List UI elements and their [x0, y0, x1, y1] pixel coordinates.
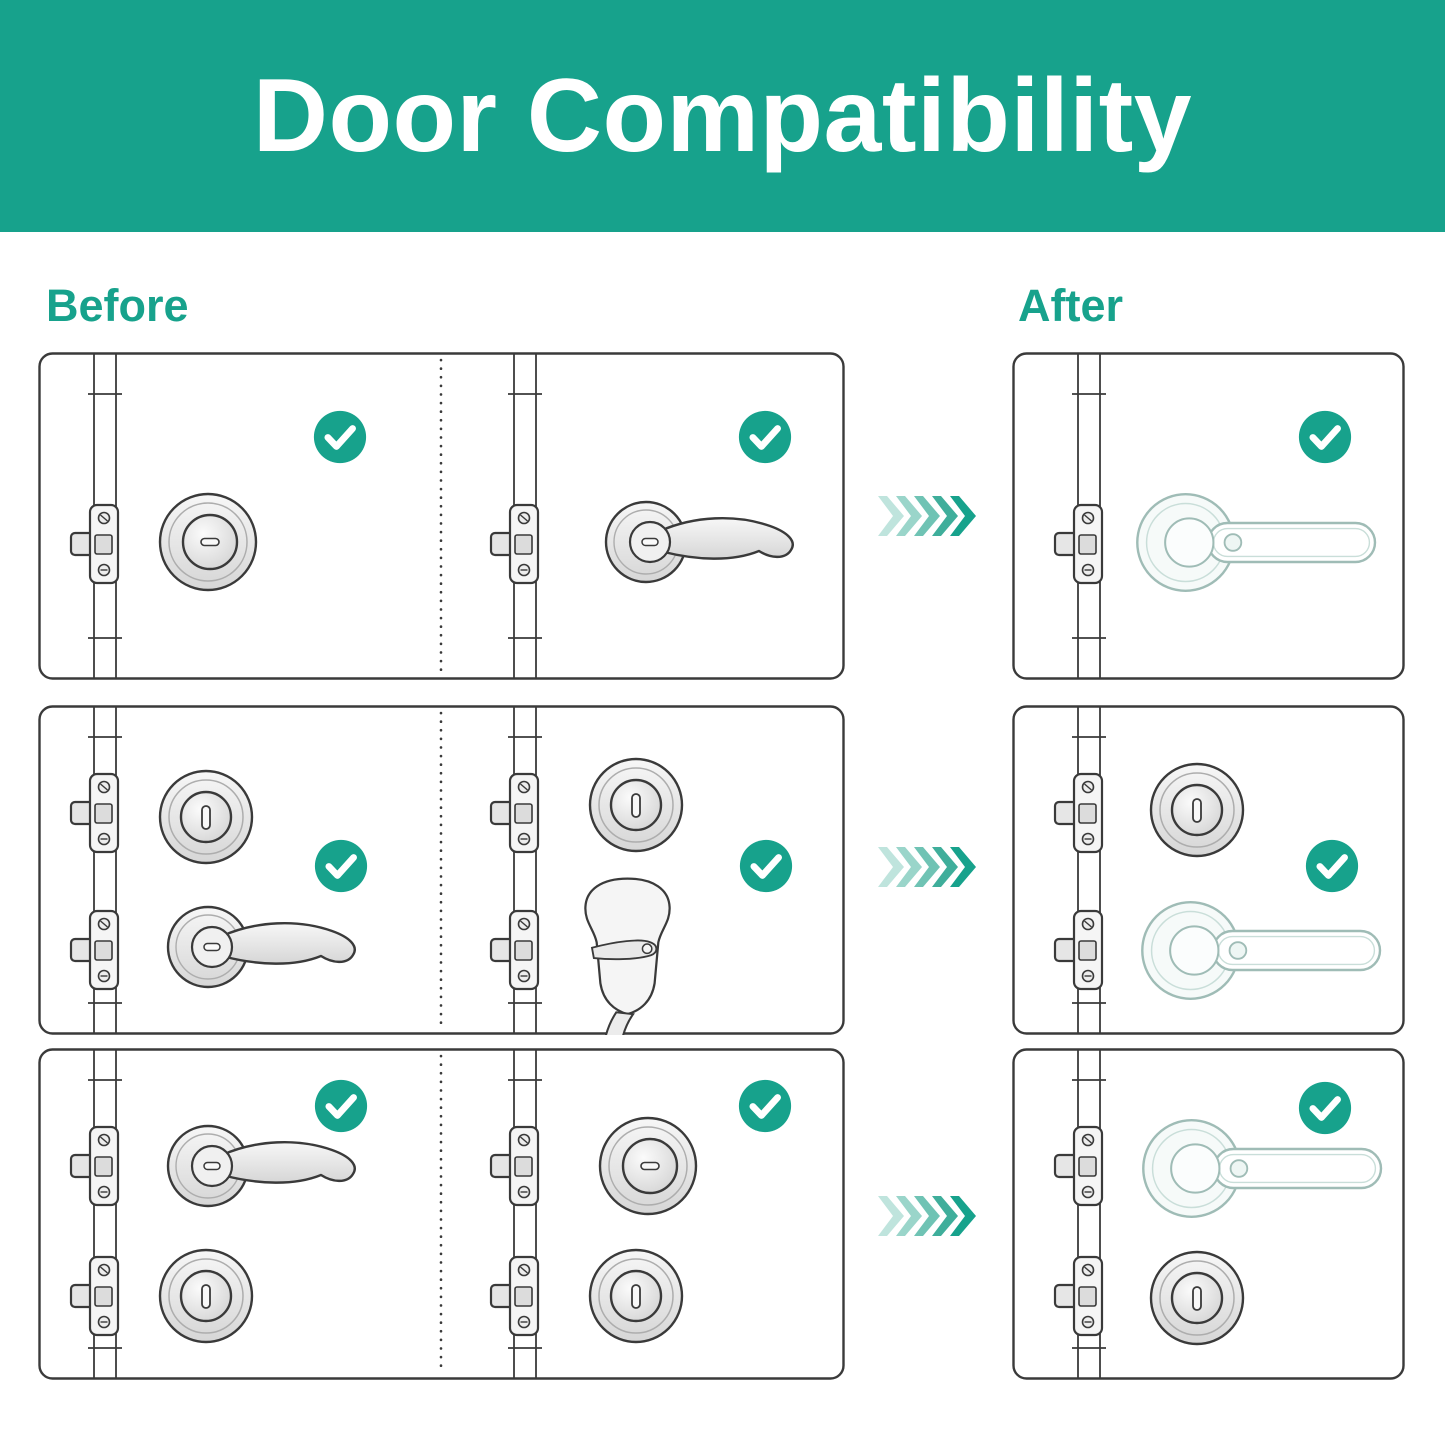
check-circle-icon — [315, 840, 367, 892]
check-circle-icon — [1299, 411, 1351, 463]
after-panel-row-3 — [1012, 1048, 1405, 1380]
check-circle-icon — [740, 840, 792, 892]
page-title: Door Compatibility — [252, 57, 1193, 174]
check-circle-icon — [315, 1080, 367, 1132]
before-panel-row-3 — [38, 1048, 845, 1380]
check-circle-icon — [739, 1080, 791, 1132]
door-knob-icon — [158, 492, 258, 592]
deadbolt-icon — [1149, 762, 1245, 858]
deadbolt-icon — [158, 769, 254, 865]
chevron-icon — [878, 847, 904, 887]
deadbolt-icon — [158, 1248, 254, 1344]
chevron-icon — [878, 1196, 904, 1236]
chevron-right-arrows-icon — [878, 1194, 976, 1238]
deadbolt-icon — [588, 757, 684, 853]
before-panel-row-1 — [38, 352, 845, 680]
check-circle-icon — [739, 411, 791, 463]
check-circle-icon — [314, 411, 366, 463]
deadbolt-icon — [588, 1248, 684, 1344]
before-label: Before — [46, 280, 189, 331]
after-label: After — [1018, 280, 1124, 331]
header-banner: Door Compatibility — [0, 0, 1445, 232]
before-panel-row-2 — [38, 705, 845, 1035]
door-knob-icon — [598, 1116, 698, 1216]
chevron-right-arrows-icon — [878, 845, 976, 889]
deadbolt-icon — [1149, 1250, 1245, 1346]
chevron-icon — [878, 496, 904, 536]
check-circle-icon — [1306, 840, 1358, 892]
chevron-right-arrows-icon — [878, 494, 976, 538]
check-circle-icon — [1299, 1082, 1351, 1134]
after-panel-row-1 — [1012, 352, 1405, 680]
after-panel-row-2 — [1012, 705, 1405, 1035]
